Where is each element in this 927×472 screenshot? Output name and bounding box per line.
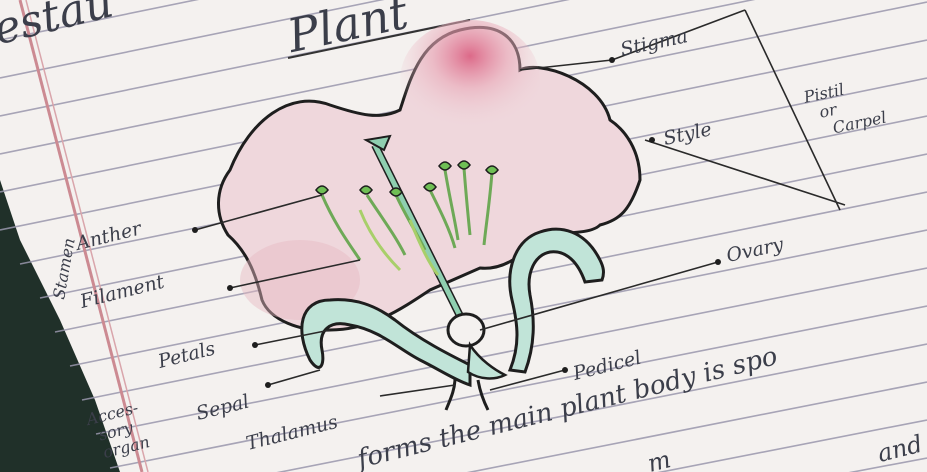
ovary <box>448 314 484 346</box>
petal-pink-shading <box>400 20 540 140</box>
